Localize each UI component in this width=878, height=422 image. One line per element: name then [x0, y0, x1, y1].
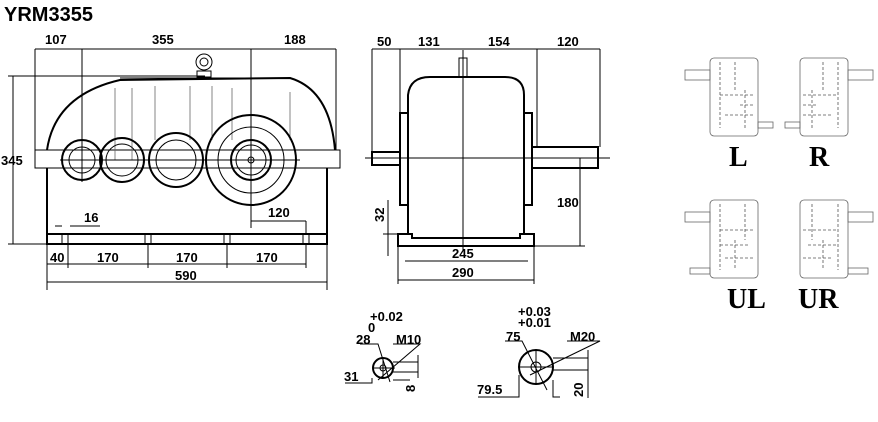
mount-label-r: R: [809, 142, 830, 173]
input-key-height: 31: [344, 369, 358, 384]
output-tol-upper: +0.03: [518, 304, 551, 319]
housing-flange: [34, 149, 341, 169]
housing-outline: [46, 76, 336, 234]
output-shaft-section: +0.03 +0.01 75 M20 79.5 20: [477, 304, 601, 398]
input-tol-upper: +0.02: [370, 309, 403, 324]
mounting-ul: UL: [684, 199, 766, 315]
input-shaft-section: +0.02 0 28 M10 31 8: [344, 309, 422, 392]
mounting-r: R: [784, 57, 874, 173]
dim-590: 590: [175, 268, 197, 283]
input-thread: M10: [396, 332, 421, 347]
dim-50: 50: [377, 34, 391, 49]
dim-245: 245: [452, 246, 474, 261]
dim-290: 290: [452, 265, 474, 280]
dim-32: 32: [372, 208, 387, 222]
dim-120-side: 120: [557, 34, 579, 49]
dim-170-a: 170: [97, 250, 119, 265]
output-diameter: 75: [506, 329, 520, 344]
eye-bolt: [195, 53, 213, 71]
side-view: 50 131 154 120 32 180 245 290: [365, 34, 610, 284]
mounting-l: L: [684, 57, 774, 173]
dim-170-c: 170: [256, 250, 278, 265]
dim-120: 120: [268, 205, 290, 220]
dim-107: 107: [45, 32, 67, 47]
dim-131: 131: [418, 34, 440, 49]
mount-label-l: L: [729, 142, 748, 173]
dim-170-b: 170: [176, 250, 198, 265]
dim-16: 16: [84, 210, 98, 225]
output-thread: M20: [570, 329, 595, 344]
output-key-width: 20: [571, 383, 586, 397]
side-housing: [407, 76, 525, 234]
input-diameter: 28: [356, 332, 370, 347]
mount-label-ur: UR: [798, 284, 839, 315]
dim-40: 40: [50, 250, 64, 265]
dim-355: 355: [152, 32, 174, 47]
model-title: YRM3355: [4, 4, 93, 26]
dim-345: 345: [1, 153, 23, 168]
mount-label-ul: UL: [727, 284, 766, 315]
front-base: [46, 233, 328, 245]
input-tol-lower: 0: [368, 320, 375, 335]
input-key-width: 8: [403, 385, 418, 392]
dim-154: 154: [488, 34, 510, 49]
output-key-height: 79.5: [477, 382, 502, 397]
dim-188: 188: [284, 32, 306, 47]
mounting-ur: UR: [798, 199, 874, 315]
dim-180: 180: [557, 195, 579, 210]
front-view: 107 355 188 345 16 120 40 170 170 170 59…: [1, 32, 341, 290]
output-tol-lower: +0.01: [518, 315, 551, 330]
side-base: [397, 233, 535, 247]
